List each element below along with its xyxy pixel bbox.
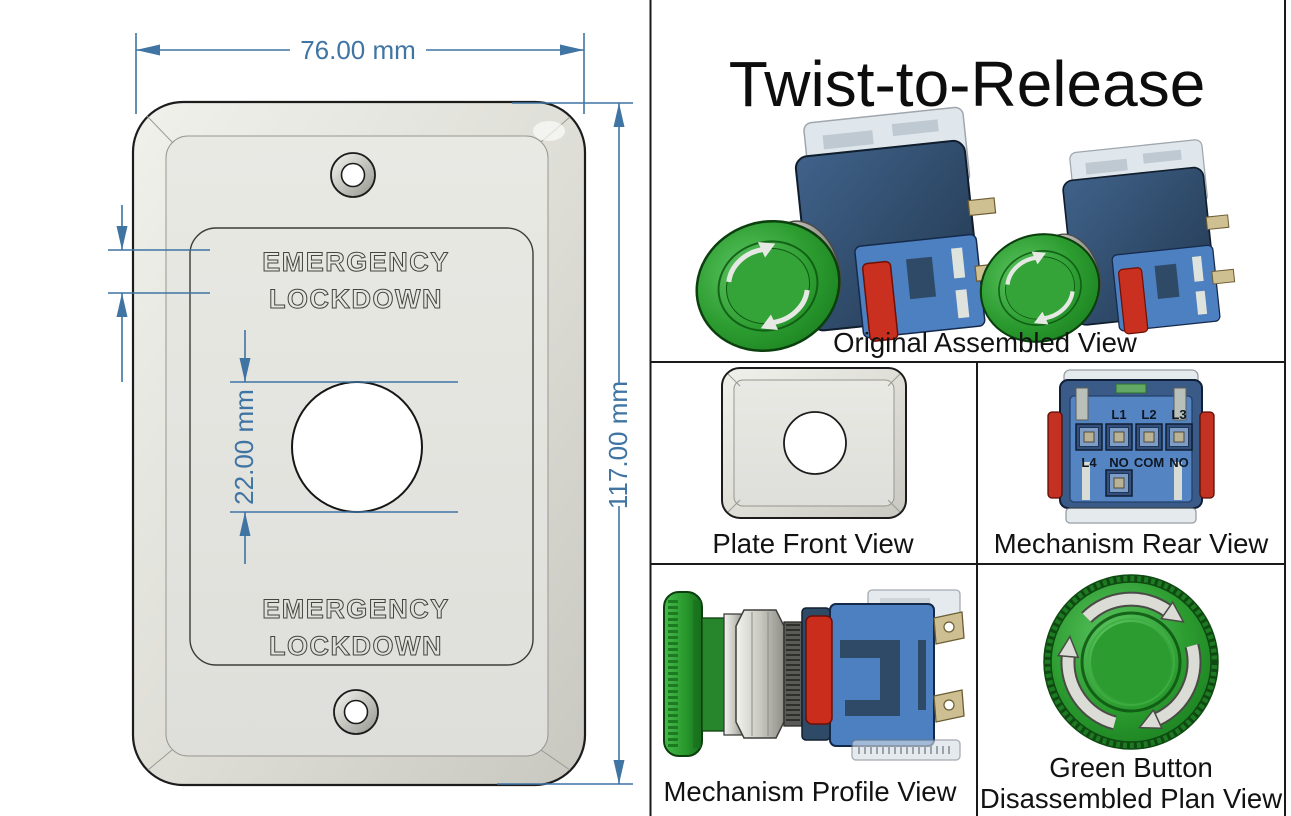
- terminal-label-l1: L1: [1111, 407, 1126, 422]
- caption-assembled-view: Original Assembled View: [833, 327, 1137, 358]
- engraved-panel-outline: [189, 227, 534, 666]
- hole-dimension-label: 22.00 mm: [229, 389, 259, 505]
- terminal-label-l4: L4: [1081, 455, 1097, 470]
- rear-clip-left: [1047, 411, 1063, 499]
- panel-title: Twist-to-Release: [729, 48, 1206, 120]
- dimension-left-unlabeled: [108, 205, 210, 382]
- button-mounting-hole: [291, 381, 423, 513]
- profile-hex-nut: [735, 609, 785, 739]
- terminal-label-no1: NO: [1109, 455, 1129, 470]
- terminal-label-no2: NO: [1169, 455, 1189, 470]
- plate-front-view-drawing: [721, 367, 907, 519]
- terminal-label-l3: L3: [1171, 407, 1186, 422]
- caption-green-button-line1: Green Button: [1049, 752, 1213, 783]
- terminal-label-l2: L2: [1141, 407, 1156, 422]
- screw-hole-bottom: [333, 689, 379, 735]
- engraving-bottom-line1: EMERGENCY: [262, 594, 450, 624]
- caption-plate-front-view: Plate Front View: [712, 528, 913, 559]
- panel-borders: [649, 0, 1286, 816]
- dimension-hole: 22.00 mm: [229, 330, 458, 564]
- engraving-top-line1: EMERGENCY: [262, 247, 450, 277]
- caption-mechanism-rear-view: Mechanism Rear View: [994, 528, 1269, 559]
- height-dimension-label: 117.00 mm: [603, 381, 633, 509]
- engraving-bottom: EMERGENCY LOCKDOWN: [262, 594, 450, 662]
- twist-arrows: [1056, 591, 1202, 731]
- caption-green-button-line2: Disassembled Plan View: [980, 783, 1282, 814]
- mechanism-profile-view-drawing: [663, 589, 965, 761]
- screw-hole-top: [330, 152, 376, 198]
- assembled-view-right: [967, 137, 1239, 357]
- dimension-height: 117.00 mm: [497, 102, 633, 785]
- rear-clip-right: [1199, 411, 1215, 499]
- mechanism-rear-view-drawing: L1 L2 L3 L4 NO COM NO: [1047, 369, 1215, 524]
- engraving-top-line2: LOCKDOWN: [269, 284, 443, 314]
- engraving-top: EMERGENCY LOCKDOWN: [262, 247, 450, 315]
- engraving-bottom-line2: LOCKDOWN: [269, 631, 443, 661]
- profile-red-latch: [805, 615, 833, 725]
- green-button-plan-view-drawing: [1043, 574, 1219, 750]
- wall-plate-drawing: EMERGENCY LOCKDOWN EMERGENCY LOCKDOWN: [131, 100, 587, 787]
- terminal-label-com: COM: [1134, 455, 1164, 470]
- dimension-width: 76.00 mm: [135, 33, 585, 114]
- caption-mechanism-profile-view: Mechanism Profile View: [664, 776, 957, 807]
- width-dimension-label: 76.00 mm: [300, 35, 416, 65]
